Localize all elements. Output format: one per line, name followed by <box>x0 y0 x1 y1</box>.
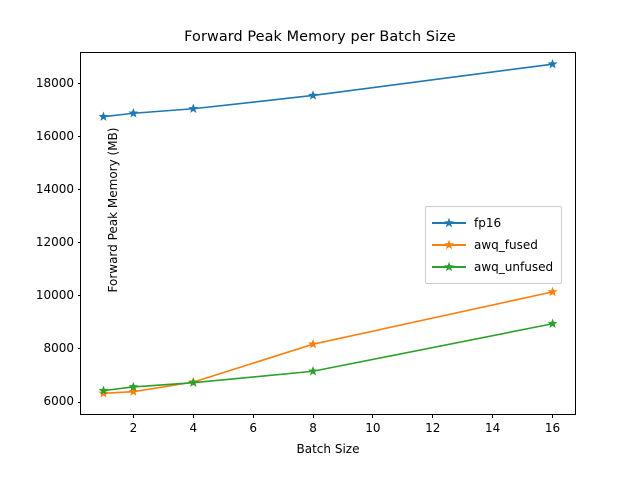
series-svg <box>98 58 558 398</box>
x-tick-mark <box>372 414 374 418</box>
data-point-marker <box>308 366 318 376</box>
data-point-marker <box>547 318 558 328</box>
x-tick-label: 6 <box>249 421 257 435</box>
legend-swatch <box>432 216 466 230</box>
data-point-marker <box>308 90 318 100</box>
data-point-marker <box>98 111 109 121</box>
y-tick-label: 6000 <box>43 394 74 409</box>
legend-star-icon <box>444 239 454 250</box>
x-tick-label: 8 <box>309 421 317 435</box>
y-tick-label: 16000 <box>35 128 74 143</box>
y-tick-mark <box>77 83 81 85</box>
y-tick-label: 12000 <box>35 234 74 249</box>
legend-star-icon <box>444 217 454 228</box>
data-point-marker <box>128 108 139 118</box>
series-line <box>103 322 553 392</box>
legend-item-awq_unfused[interactable]: awq_unfused <box>432 256 553 278</box>
y-tick-label: 14000 <box>35 181 74 196</box>
series-line <box>103 291 553 395</box>
legend-item-fp16[interactable]: fp16 <box>432 212 553 234</box>
x-tick-label: 16 <box>544 421 561 435</box>
x-tick-mark <box>192 414 194 418</box>
x-axis-label: Batch Size <box>296 442 360 456</box>
y-tick-mark <box>77 136 81 138</box>
chart-title: Forward Peak Memory per Batch Size <box>184 29 456 45</box>
y-tick-label: 18000 <box>35 75 74 90</box>
legend-swatch <box>432 260 466 274</box>
legend-swatch <box>432 238 466 252</box>
data-point-marker <box>128 386 139 396</box>
legend-marker <box>444 217 454 228</box>
y-tick-label: 8000 <box>43 340 74 355</box>
x-tick-mark <box>252 414 254 418</box>
x-tick-mark <box>552 414 554 418</box>
y-tick-mark <box>77 295 81 297</box>
legend-item-awq_fused[interactable]: awq_fused <box>432 234 553 256</box>
x-tick-mark <box>492 414 494 418</box>
x-tick-label: 14 <box>485 421 501 435</box>
chart-legend: fp16 awq_fused awq_unfused <box>425 206 563 284</box>
legend-marker <box>444 261 454 272</box>
plot-area: 6000 8000 10000 12000 14000 16000 18000 2 4 6 8 10… <box>36 52 576 456</box>
legend-label: awq_fused <box>474 238 538 252</box>
x-tick-mark <box>432 414 434 418</box>
x-tick-label: 4 <box>189 421 198 435</box>
data-point-marker <box>128 381 139 392</box>
data-point-marker <box>98 385 109 395</box>
x-tick-mark <box>132 414 134 418</box>
legend-label: awq_unfused <box>474 260 554 274</box>
data-point-marker <box>308 338 318 349</box>
legend-star-icon <box>444 261 454 272</box>
series-awq_unfused <box>98 318 558 395</box>
x-tick-label: 2 <box>129 421 138 435</box>
y-tick-mark <box>77 401 81 403</box>
series-awq_fused <box>98 286 558 398</box>
plot-inner <box>81 53 575 414</box>
y-tick-mark <box>77 348 81 350</box>
data-point-marker <box>547 286 558 297</box>
x-tick-label: 10 <box>365 421 381 435</box>
legend-label: fp16 <box>474 216 502 230</box>
data-point-marker <box>188 377 199 387</box>
x-tick-mark <box>312 414 314 418</box>
y-tick-mark <box>77 242 81 244</box>
legend-marker <box>444 239 454 250</box>
y-axis-label: Forward Peak Memory (MB) <box>106 127 120 293</box>
series-line <box>103 63 553 118</box>
x-tick-label: 12 <box>425 421 441 435</box>
series-fp16 <box>98 58 558 121</box>
data-point-marker <box>188 103 199 113</box>
data-point-marker <box>547 58 558 69</box>
y-tick-mark <box>77 189 81 191</box>
y-tick-label: 10000 <box>35 287 74 302</box>
